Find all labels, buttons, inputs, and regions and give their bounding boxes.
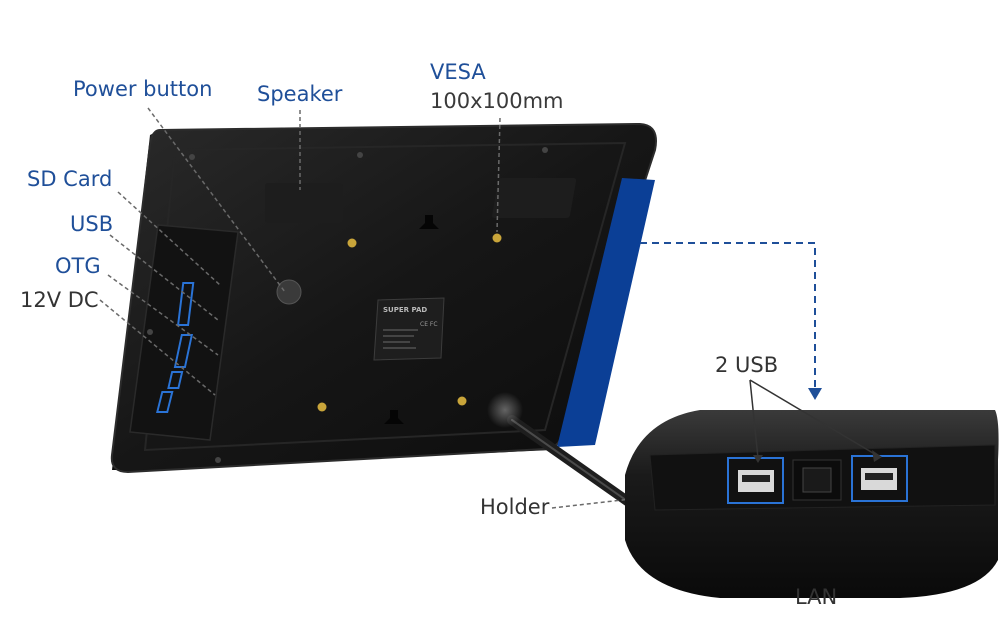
label-usb: USB bbox=[70, 212, 114, 236]
label-vesa-title: VESA bbox=[430, 60, 486, 84]
usb-port bbox=[173, 334, 194, 368]
mount-holes bbox=[384, 215, 439, 424]
label-holder: Holder bbox=[480, 495, 550, 519]
sticker-marks: CE FC bbox=[420, 321, 438, 328]
edge-screws bbox=[147, 147, 548, 463]
label-lan: LAN bbox=[795, 585, 838, 609]
two-usb-pointers bbox=[749, 379, 879, 459]
sd-card-slot bbox=[176, 282, 195, 326]
holder-stand bbox=[487, 392, 645, 515]
device-sticker: SUPER PAD CE FC bbox=[373, 297, 445, 361]
vesa-inserts bbox=[317, 233, 502, 412]
callout-lines bbox=[99, 107, 641, 509]
sticker-brand: SUPER PAD bbox=[383, 306, 427, 314]
zoom-arrow-head bbox=[808, 388, 822, 400]
speaker-grille-left bbox=[265, 183, 343, 223]
label-speaker: Speaker bbox=[257, 82, 343, 106]
speaker-grille-right bbox=[492, 178, 577, 218]
zoom-connector bbox=[640, 242, 816, 390]
dc-port bbox=[156, 391, 174, 413]
label-power-button: Power button bbox=[73, 77, 213, 101]
label-sd-card: SD Card bbox=[27, 167, 113, 191]
label-otg: OTG bbox=[55, 254, 101, 278]
label-vesa-size: 100x100mm bbox=[430, 89, 564, 113]
ports-panel bbox=[129, 224, 239, 441]
label-2-usb: 2 USB bbox=[715, 353, 779, 377]
otg-port bbox=[167, 371, 184, 389]
label-12v-dc: 12V DC bbox=[20, 288, 99, 312]
zoom-detail-panel bbox=[625, 410, 999, 598]
blue-accent-strip bbox=[557, 178, 655, 447]
power-button-knob bbox=[276, 279, 302, 305]
